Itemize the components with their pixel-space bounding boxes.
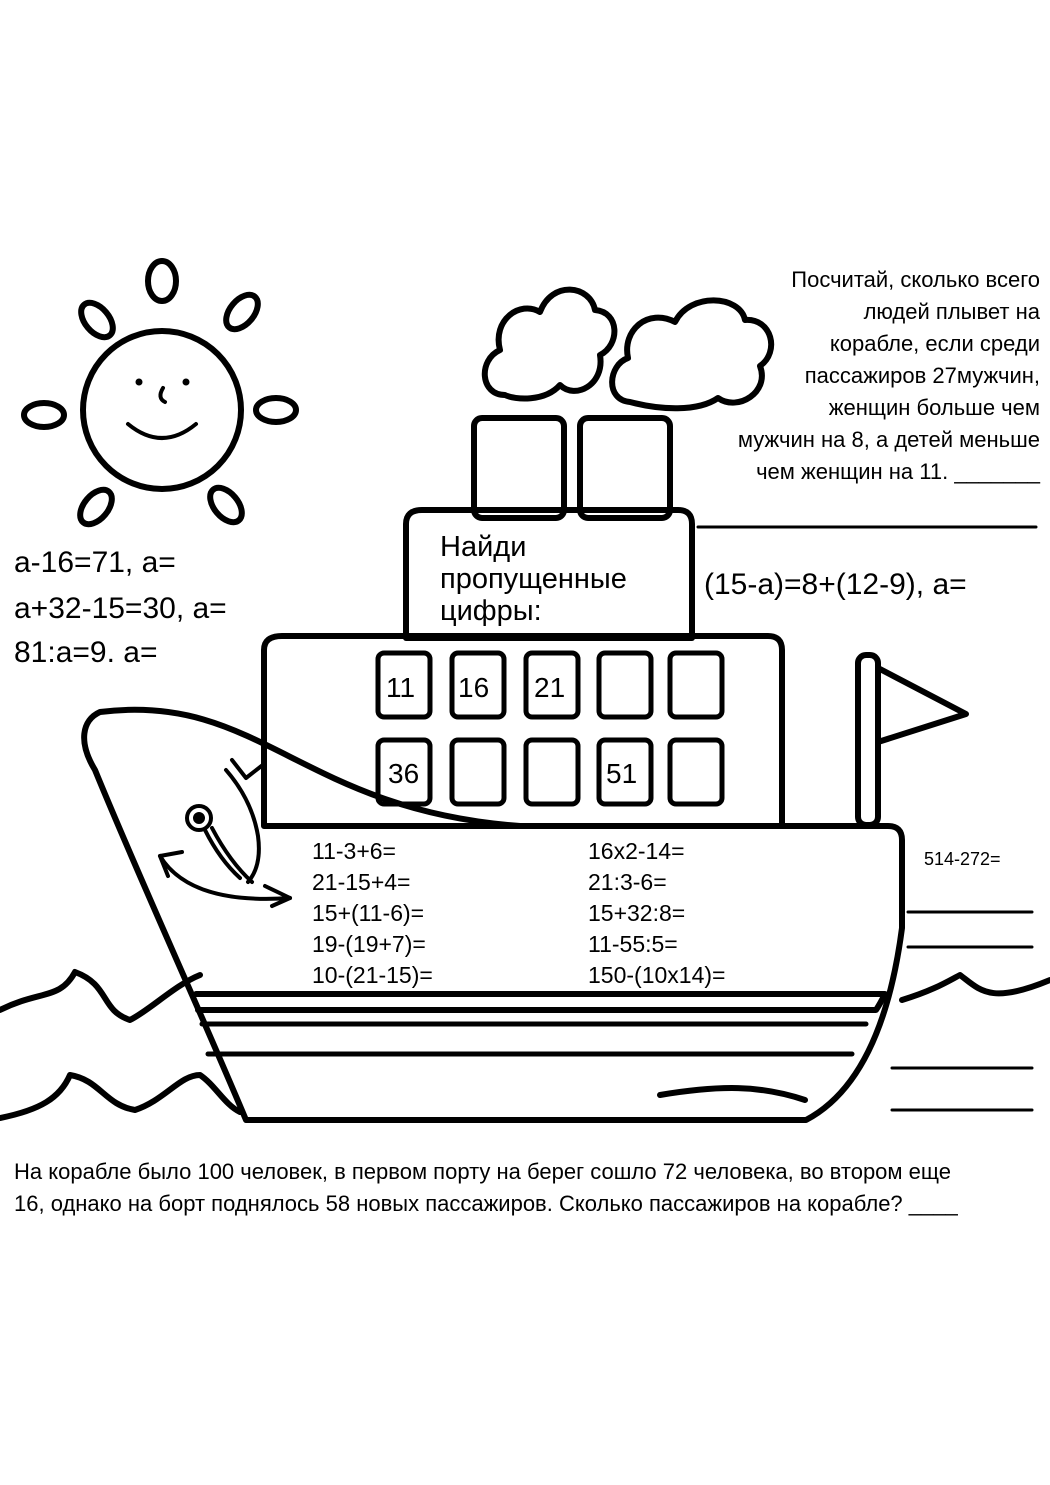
- window-box: [523, 650, 581, 720]
- sun-face: [80, 328, 244, 492]
- hull-stripe: [193, 991, 888, 1013]
- problem-line: мужчин на 8, а детей меньше: [737, 427, 1040, 452]
- sun-ray: [145, 258, 179, 304]
- problem-line: чем женщин на 11. _______: [756, 459, 1040, 484]
- sun-ray: [223, 291, 261, 333]
- problem-line: На корабле было 100 человек, в первом по…: [14, 1159, 951, 1184]
- sun-ray: [21, 400, 67, 430]
- window-box: [375, 650, 433, 720]
- equation-left: а+32-15=30, а=: [14, 592, 227, 625]
- task-expression: 21-15+4=: [312, 869, 411, 895]
- hull-tasks-right: 16х2-14= 21:3-6= 15+32:8= 11-55:5= 150-(…: [588, 836, 725, 991]
- equation-right: (15-а)=8+(12-9), а=: [704, 568, 967, 601]
- window-box: [523, 737, 581, 807]
- hull-tasks-left: 11-3+6= 21-15+4= 15+(11-6)= 19-(19+7)= 1…: [312, 836, 433, 991]
- smoke-cloud-left: [481, 286, 618, 402]
- problem-line: корабле, если среди: [829, 331, 1040, 356]
- cabin-heading-line: пропущенные: [440, 563, 627, 595]
- window-number: 11: [386, 672, 416, 703]
- window-box: [667, 650, 725, 720]
- sun-ray: [207, 484, 245, 526]
- window-box: [596, 650, 654, 720]
- problem-line: женщин больше чем: [828, 395, 1040, 420]
- task-expression: 19-(19+7)=: [312, 931, 426, 957]
- sun-eye-right: [182, 378, 190, 386]
- sun-smile: [126, 422, 198, 440]
- word-problem-top: Посчитай, сколько всего людей плывет на …: [684, 264, 1040, 488]
- smoke-cloud-right: [609, 297, 775, 412]
- task-expression: 11-55:5=: [588, 931, 678, 957]
- funnel-left: [471, 415, 567, 521]
- problem-line: Посчитай, сколько всего: [791, 267, 1040, 292]
- cabin-heading-line: Найди: [440, 531, 527, 563]
- problem-line: пассажиров 27мужчин,: [804, 363, 1040, 388]
- window-box: [667, 737, 725, 807]
- task-expression: 15+32:8=: [588, 900, 686, 926]
- cabin-heading-line: цифры:: [440, 595, 542, 627]
- window-number: 36: [388, 758, 420, 789]
- sun-ray: [253, 395, 299, 425]
- wave-upper: [0, 969, 203, 1023]
- equation-left: а-16=71, а=: [14, 546, 176, 579]
- task-expression: 11-3+6=: [312, 838, 396, 864]
- window-box: [449, 650, 507, 720]
- task-expression: 150-(10х14)=: [588, 962, 726, 988]
- sun-eye-left: [135, 378, 143, 386]
- anchor-drawing: [158, 758, 292, 908]
- problem-line: 16, однако на борт поднялось 58 новых па…: [14, 1191, 958, 1216]
- flag: [875, 665, 969, 745]
- window-number: 16: [458, 672, 490, 703]
- equation-left: 81:а=9. а=: [14, 636, 158, 669]
- funnel-right: [577, 415, 673, 521]
- sun-drawing: [21, 258, 299, 528]
- window-number: 51: [606, 758, 638, 789]
- wave-upper-right: [899, 972, 1050, 1003]
- task-expression: 15+(11-6)=: [312, 900, 425, 926]
- task-expression: 10-(21-15)=: [312, 962, 433, 988]
- sun-ray: [77, 486, 115, 528]
- problem-line: людей плывет на: [863, 299, 1040, 324]
- task-expression: 21:3-6=: [588, 869, 667, 895]
- window-box: [449, 737, 507, 807]
- ship-hull: [81, 706, 905, 1123]
- side-task: 514-272=: [924, 849, 1001, 869]
- window-box: [596, 737, 654, 807]
- sun-ray: [78, 299, 116, 341]
- sun-nose: [158, 386, 167, 404]
- word-problem-bottom: На корабле было 100 человек, в первом по…: [14, 1156, 1044, 1220]
- wave-lower: [0, 1072, 243, 1121]
- wave-lower-mid: [657, 1085, 808, 1103]
- window-number: 21: [534, 672, 566, 703]
- cabin-lower: [261, 633, 785, 829]
- task-expression: 16х2-14=: [588, 838, 685, 864]
